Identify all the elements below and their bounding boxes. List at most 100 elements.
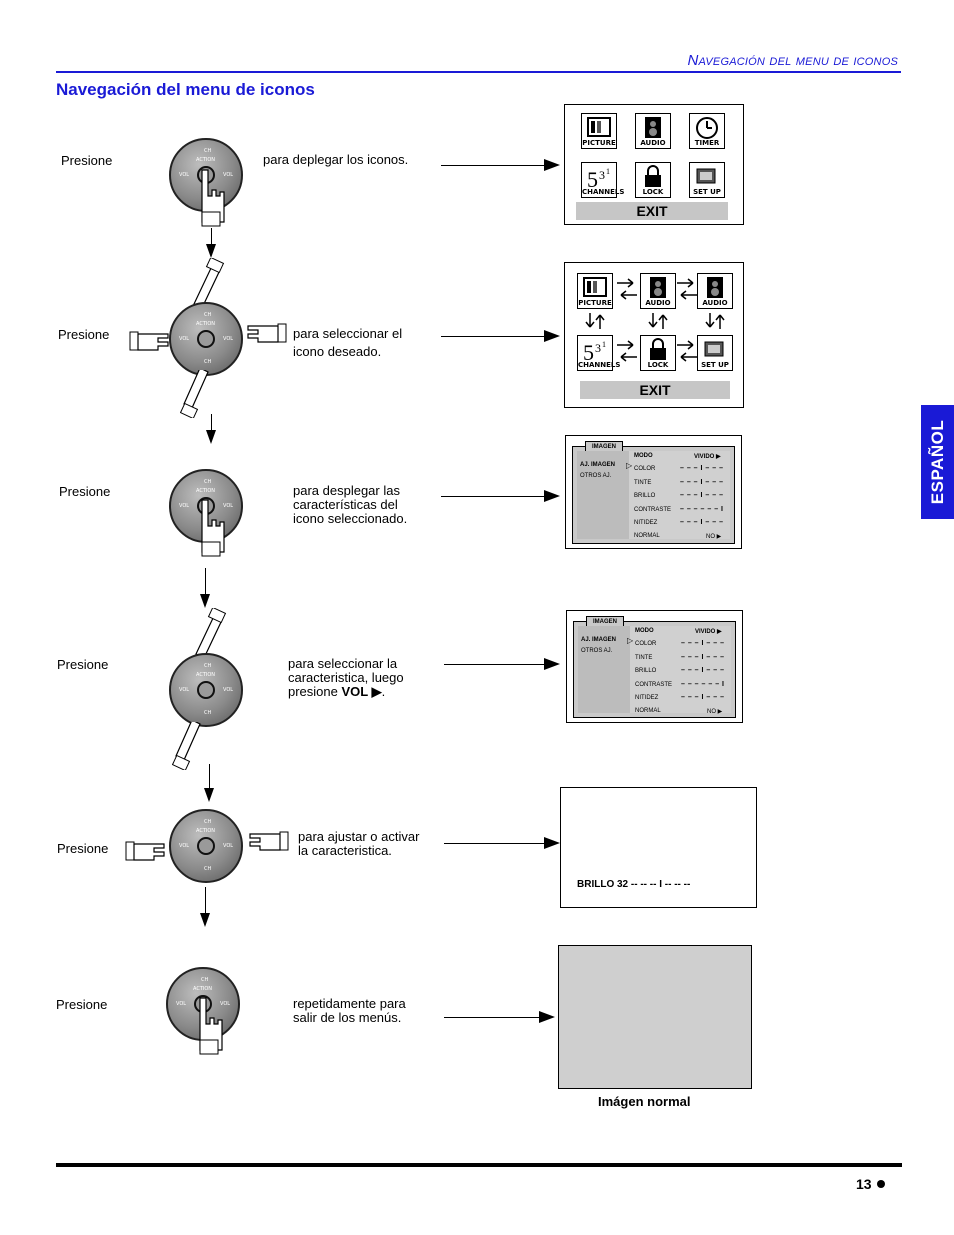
- audio-icon-2-label: AUDIO: [702, 299, 728, 307]
- audio-icon-2[interactable]: AUDIO: [697, 273, 733, 309]
- setup-icon-label: SET UP: [701, 361, 729, 369]
- vertical-arrows-icon: [648, 313, 668, 329]
- ch-label: CH: [204, 663, 212, 669]
- menu-row-label[interactable]: NORMAL: [634, 533, 660, 539]
- step5-description-2: la caracteristica.: [298, 843, 392, 858]
- action-button[interactable]: [197, 681, 215, 699]
- menu-row-value: – – – I – – –: [681, 667, 725, 674]
- setup-icon[interactable]: SET UP: [689, 162, 725, 198]
- language-tab-label: ESPAÑOL: [927, 419, 947, 505]
- step4-desc3-prefix: presione: [288, 684, 342, 699]
- vol-left-label: VOL: [176, 1001, 187, 1007]
- audio-icon-label: AUDIO: [645, 299, 671, 307]
- picture-icon[interactable]: PICTURE: [577, 273, 613, 309]
- step4-description: para seleccionar la: [288, 656, 398, 671]
- flow-arrow-head: [206, 244, 216, 258]
- hand-left-icon: [125, 841, 165, 861]
- menu-row-label[interactable]: COLOR: [634, 466, 656, 472]
- menu-row-label[interactable]: CONTRASTE: [634, 507, 672, 513]
- step2-label: Presione: [58, 327, 110, 342]
- menu-row-label[interactable]: MODO: [634, 453, 653, 459]
- hand-left-icon: [129, 331, 169, 351]
- step3-description: para desplegar las: [293, 483, 400, 498]
- header-rule: [56, 71, 901, 73]
- action-button[interactable]: [197, 837, 215, 855]
- setup-icon-label: SET UP: [693, 188, 721, 196]
- menu-row-label[interactable]: CONTRASTE: [635, 682, 673, 688]
- lock-icon[interactable]: LOCK: [635, 162, 671, 198]
- menu-row-label[interactable]: NITIDEZ: [635, 695, 659, 701]
- vol-right-key: VOL ▶: [341, 684, 382, 699]
- step4-desc3-suffix: .: [381, 684, 386, 699]
- picture-menu-sidebar: [577, 451, 629, 539]
- action-label: ACTION: [196, 157, 216, 163]
- svg-text:3: 3: [599, 168, 605, 182]
- exit-button[interactable]: EXIT: [576, 202, 728, 220]
- vol-right-label: VOL: [223, 503, 234, 509]
- menu-row-label[interactable]: MODO: [635, 628, 654, 634]
- timer-icon[interactable]: TIMER: [689, 113, 725, 149]
- page-number-value: 13: [856, 1176, 872, 1192]
- menu-row-label[interactable]: TINTE: [635, 655, 653, 661]
- ch-label: CH: [204, 819, 212, 825]
- lock-icon[interactable]: LOCK: [640, 335, 676, 371]
- ch-label: CH: [204, 312, 212, 318]
- footer-rule: [56, 1163, 902, 1167]
- action-label: ACTION: [196, 488, 216, 494]
- menu-item-otros-aj[interactable]: OTROS AJ.: [581, 648, 613, 654]
- menu-row-value: – – – I – – –: [680, 519, 724, 526]
- picture-menu-panel: [629, 451, 730, 539]
- menu-row-value: VIVIDO ▶: [694, 454, 721, 460]
- menu-row-value: NO ▶: [707, 709, 723, 715]
- ch-label: CH: [201, 977, 209, 983]
- step2-arrow: [441, 336, 545, 337]
- vol-right-label: VOL: [223, 336, 234, 342]
- step2-description: para seleccionar el: [293, 326, 403, 341]
- section-header: Navegación del menu de iconos: [687, 52, 898, 69]
- selection-pointer-icon: ▷: [626, 461, 633, 470]
- step5-arrow: [444, 843, 545, 844]
- step1-label: Presione: [61, 153, 113, 168]
- menu-row-label[interactable]: TINTE: [634, 480, 652, 486]
- timer-icon-label: TIMER: [694, 139, 720, 147]
- menu-row-value: – – – I – – –: [680, 465, 724, 472]
- menu-row-value: – – – I – – –: [680, 479, 724, 486]
- vol-left-label: VOL: [179, 503, 190, 509]
- audio-icon[interactable]: AUDIO: [635, 113, 671, 149]
- picture-menu-sidebar: [578, 626, 630, 713]
- action-button[interactable]: [197, 330, 215, 348]
- menu-row-label[interactable]: COLOR: [635, 641, 657, 647]
- pointing-hand-icon: [201, 499, 225, 557]
- picture-menu-screen: IMAGEN AJ. IMAGEN OTROS AJ. ▷ MODO VIVID…: [566, 610, 743, 723]
- flow-line: [209, 764, 210, 790]
- vol-right-label: VOL: [223, 687, 234, 693]
- menu-row-value: – – – I – – –: [681, 694, 725, 701]
- action-label: ACTION: [196, 321, 216, 327]
- hand-up-icon: [193, 258, 225, 306]
- vol-left-label: VOL: [179, 843, 190, 849]
- lock-icon-label: LOCK: [642, 188, 664, 196]
- setup-icon[interactable]: SET UP: [697, 335, 733, 371]
- step6-label: Presione: [56, 997, 108, 1012]
- menu-row-label[interactable]: NORMAL: [635, 708, 661, 714]
- menu-item-otros-aj[interactable]: OTROS AJ.: [580, 473, 612, 479]
- step5-label: Presione: [57, 841, 109, 856]
- step6-description-2: salir de los menús.: [293, 1010, 402, 1025]
- picture-icon[interactable]: PICTURE: [581, 113, 617, 149]
- step4-label: Presione: [57, 657, 109, 672]
- menu-row-label[interactable]: NITIDEZ: [634, 520, 658, 526]
- menu-row-label[interactable]: BRILLO: [634, 493, 656, 499]
- step4-arrow: [444, 664, 545, 665]
- picture-menu-tab: IMAGEN: [585, 441, 623, 452]
- picture-icon-label: PICTURE: [578, 299, 612, 307]
- exit-button[interactable]: EXIT: [580, 381, 730, 399]
- menu-row-label[interactable]: BRILLO: [635, 668, 657, 674]
- menu-item-aj-imagen[interactable]: AJ. IMAGEN: [580, 462, 616, 468]
- menu-item-aj-imagen[interactable]: AJ. IMAGEN: [581, 637, 617, 643]
- action-label: ACTION: [196, 672, 216, 678]
- menu-row-value: – – – – – – I: [681, 681, 725, 688]
- hand-up-icon: [195, 608, 227, 656]
- audio-icon[interactable]: AUDIO: [640, 273, 676, 309]
